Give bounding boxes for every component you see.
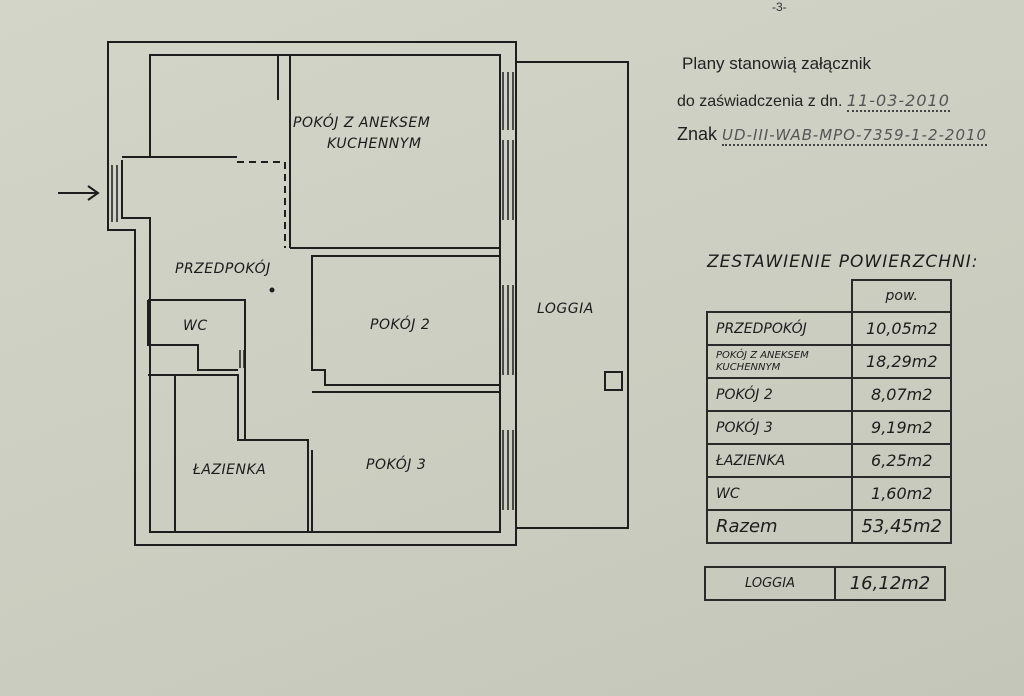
room-label-wc: WC: [183, 318, 208, 334]
total-label: Razem: [705, 509, 854, 544]
room-area: 1,60m2: [851, 476, 952, 511]
header-line-1: Plany stanowią załącznik: [682, 54, 871, 73]
room-area: 10,05m2: [851, 311, 952, 346]
room-label-room3: POKÓJ 3: [366, 455, 426, 473]
room-area: 6,25m2: [851, 443, 952, 478]
header-line-2: do zaświadczenia z dn. 11-03-2010: [677, 91, 950, 112]
windows: [111, 72, 514, 510]
room-area: 9,19m2: [851, 410, 952, 445]
page-number: -3-: [772, 0, 787, 14]
room-name: PRZEDPOKÓJ: [705, 311, 854, 346]
wall: [147, 299, 246, 440]
room-label-bathroom: ŁAZIENKA: [192, 462, 266, 478]
total-area: 53,45m2: [851, 509, 952, 544]
reference-label: Znak: [677, 124, 718, 144]
wall: [148, 374, 309, 533]
room-name: POKÓJ 2: [705, 377, 854, 412]
room-label-kitchen: POKÓJ Z ANEKSEM: [293, 113, 430, 131]
room-name: ŁAZIENKA: [705, 443, 854, 478]
summary-title: ZESTAWIENIE POWIERZCHNI:: [707, 252, 979, 272]
wall: [311, 255, 501, 386]
table-header-row: pow.: [707, 279, 952, 313]
loggia-table: LOGGIA 16,12m2: [704, 566, 946, 601]
room-area: 8,07m2: [851, 377, 952, 412]
room-name: POKÓJ Z ANEKSEM KUCHENNYM: [705, 344, 854, 379]
loggia-outline: [516, 61, 629, 529]
room-name: POKÓJ 3: [705, 410, 854, 445]
loggia-label: LOGGIA: [704, 566, 836, 601]
room-label-room2: POKÓJ 2: [370, 315, 430, 333]
wall: [277, 55, 500, 249]
certificate-date-value: 11-03-2010: [846, 91, 950, 112]
loggia-column: [604, 371, 623, 391]
reference-value: UD-III-WAB-MPO-7359-1-2-2010: [722, 126, 988, 146]
entrance-arrow-icon: [58, 185, 100, 201]
outer-wall: [107, 41, 517, 546]
room-label-loggia: LOGGIA: [537, 301, 594, 317]
dashed-partition: [237, 161, 286, 248]
room-label-hall: PRZEDPOKÓJ: [175, 259, 271, 277]
certificate-date-label: do zaświadczenia z dn.: [677, 93, 843, 110]
header-line-3: Znak UD-III-WAB-MPO-7359-1-2-2010: [677, 124, 988, 146]
column-header-area: pow.: [851, 279, 952, 313]
loggia-row: LOGGIA 16,12m2: [704, 566, 946, 601]
room-name: WC: [705, 476, 854, 511]
loggia-area: 16,12m2: [834, 566, 946, 601]
wall: [149, 55, 237, 158]
room-label-kitchen-2: KUCHENNYM: [327, 136, 421, 152]
wall: [311, 391, 501, 533]
room-area: 18,29m2: [851, 344, 952, 379]
